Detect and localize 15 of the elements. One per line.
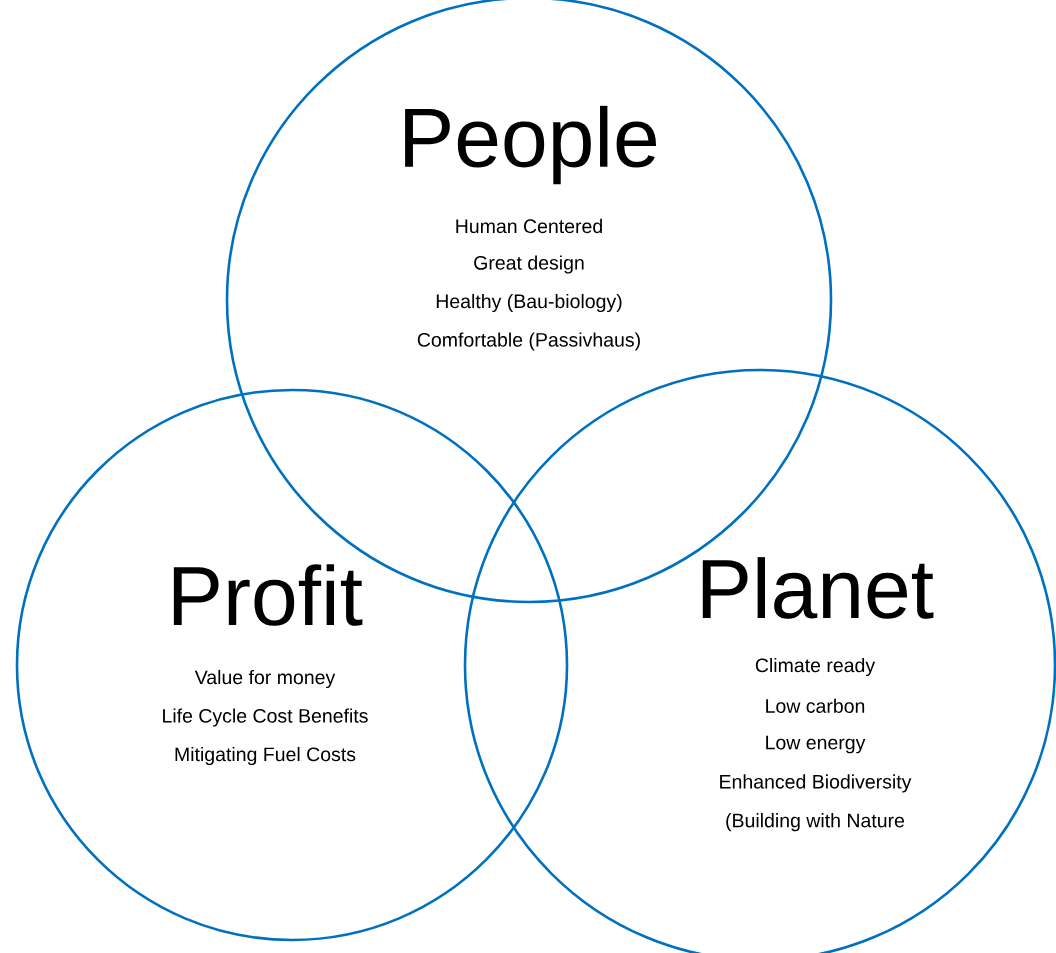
circle-item: Mitigating Fuel Costs <box>175 746 356 766</box>
circle-heading: People <box>405 105 656 185</box>
circle-heading: Planet <box>702 557 934 619</box>
circle-item: Human Centered <box>456 218 602 234</box>
circle-item: Healthy (Bau-biology) <box>436 293 622 313</box>
circle-item: Enhanced Biodiversity <box>720 774 912 793</box>
circle-item: Comfortable (Passivhaus) <box>417 332 640 351</box>
circle-item: (Building with Nature <box>726 813 905 832</box>
circle-item: Low energy <box>766 735 866 754</box>
circle-item: Climate ready <box>755 657 876 677</box>
circle-item: Great design <box>474 255 584 274</box>
circle-item: Value for money <box>194 669 336 689</box>
circle-item: Low carbon <box>766 698 865 713</box>
circle-item: Life Cycle Cost Benefits <box>163 708 368 727</box>
circle-heading: Profit <box>173 564 363 626</box>
